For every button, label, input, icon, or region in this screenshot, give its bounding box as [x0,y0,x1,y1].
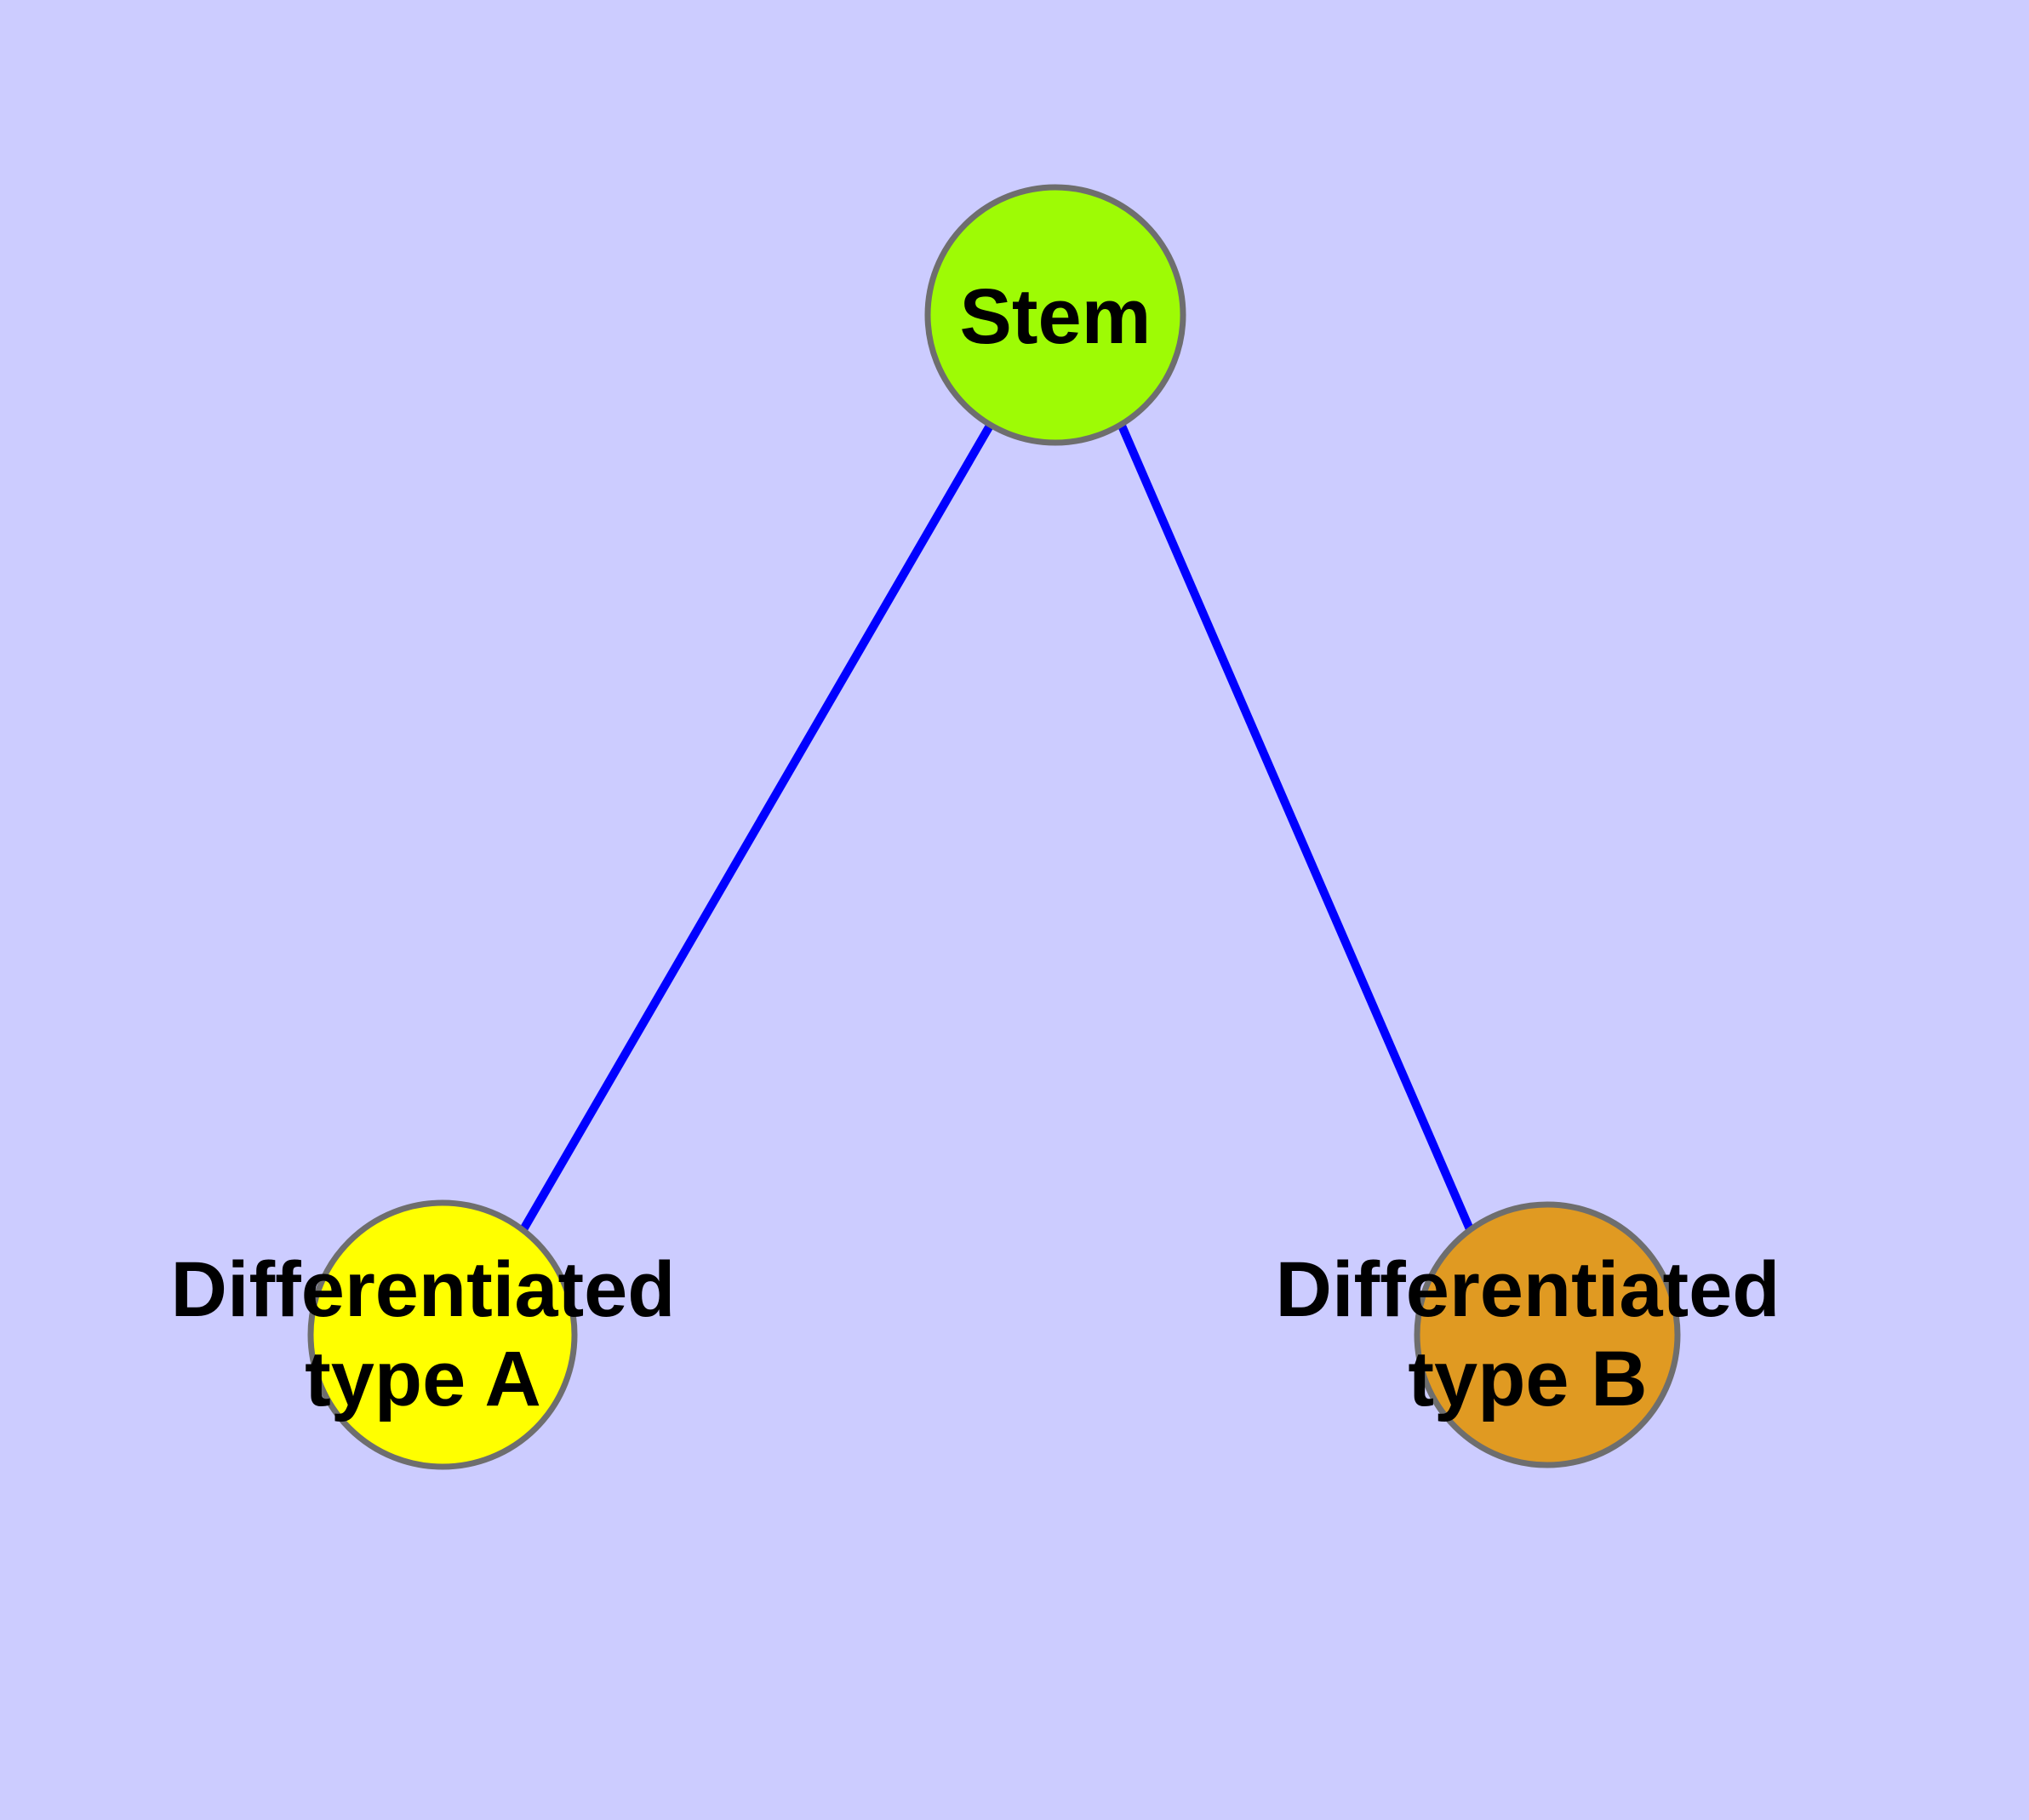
node-stem-label: Stem [960,273,1152,360]
node-differentiated-type-a-circle[interactable] [307,1199,578,1470]
edge-stem-to-diff-b[interactable] [1117,424,1474,1231]
node-stem[interactable]: Stem [924,184,1186,446]
edge-stem-to-diff-a[interactable] [518,423,994,1233]
label-line: type B [1408,1336,1647,1422]
edge-layer [518,423,1474,1233]
label-line: Differentiated [1276,1246,1780,1333]
node-stem-circle[interactable] [924,184,1186,446]
node-differentiated-type-b-circle[interactable] [1414,1201,1681,1468]
label-line: Stem [960,273,1152,360]
label-line: Differentiated [171,1246,676,1333]
label-line: type A [305,1336,541,1422]
